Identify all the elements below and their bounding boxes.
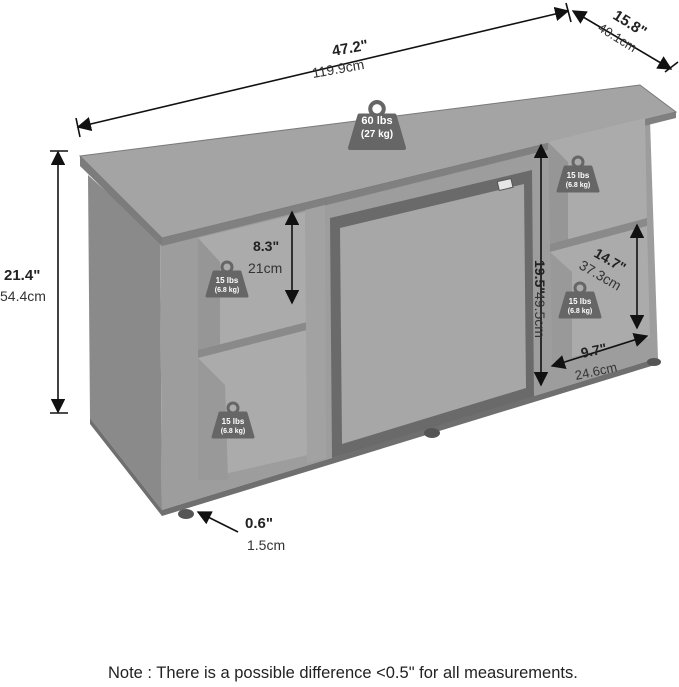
left-shelf [198, 322, 307, 358]
foot-label-in: 0.6" [245, 515, 273, 532]
width-label-in: 47.2" [331, 37, 370, 60]
width-label-cm: 119.9cm [311, 56, 366, 81]
right-compartment-lower [550, 226, 650, 362]
right-depth-label-in: 9.7" [579, 340, 608, 361]
height-label-cm: 54.4cm [0, 288, 46, 304]
cabinet [78, 84, 678, 519]
left-compartment-upper [198, 212, 307, 352]
weight-left-lower-kg: (6.8 kg) [221, 428, 246, 435]
weight-right-upper-lbs: 15 lbs [567, 171, 590, 180]
cabinet-left-side [88, 175, 162, 510]
width-dimension-line [76, 6, 570, 132]
right-shelf [550, 218, 647, 252]
weight-right-lower-lbs: 15 lbs [569, 297, 592, 306]
door-height-label: 19.5" [532, 260, 548, 294]
weight-top-kg: (27 kg) [361, 129, 393, 140]
foot-label-cm: 1.5cm [247, 537, 285, 553]
measurement-note: Note : There is a possible difference <0… [108, 664, 578, 682]
weight-left-upper-kg: (6.8 kg) [215, 287, 240, 294]
right-compartment-upper [548, 118, 647, 248]
foot-front-right [647, 358, 661, 366]
foot-dimension-arrow [196, 511, 239, 533]
door-latch [496, 177, 514, 192]
foot-front-middle [424, 428, 440, 438]
weight-left-upper-lbs: 15 lbs [216, 276, 239, 285]
foot-front-left [178, 509, 194, 519]
weight-top-lbs: 60 lbs [361, 115, 392, 127]
height-label-in: 21.4" [4, 267, 40, 284]
center-divider [305, 205, 326, 463]
weight-right-lower-kg: (6.8 kg) [568, 308, 593, 315]
cabinet-top-edge [80, 156, 162, 246]
door-height-label-cm: 49.5cm [532, 292, 548, 338]
depth-dimension-line [571, 10, 673, 70]
shelf-height-label-in: 8.3" [253, 238, 279, 254]
right-depth-dimension-line [550, 333, 649, 369]
weight-left-lower-lbs: 15 lbs [222, 417, 245, 426]
door-panel [340, 184, 526, 444]
dimension-lines [50, 2, 679, 533]
shelf-height-label-cm: 21cm [248, 260, 282, 276]
weight-right-upper-kg: (6.8 kg) [566, 182, 591, 189]
